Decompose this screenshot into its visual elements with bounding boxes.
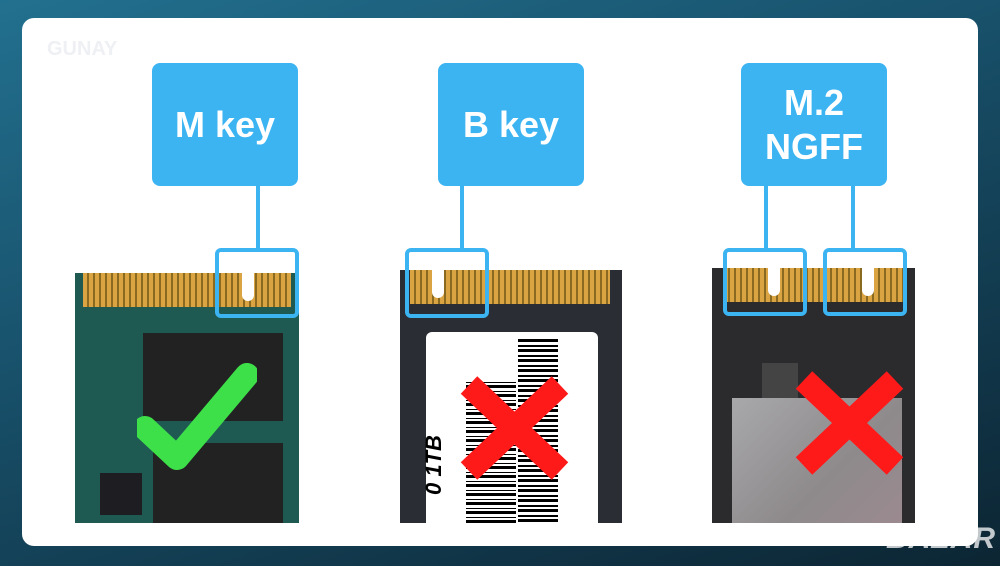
- highlight-box-b-key: [405, 248, 489, 318]
- callout-line: [256, 168, 260, 248]
- highlight-box-m-key: [215, 248, 299, 318]
- cross-icon: [460, 376, 569, 480]
- label-m-key: M key: [152, 63, 298, 186]
- callout-line: [764, 168, 768, 248]
- highlight-box-ngff-left: [723, 248, 807, 316]
- watermark-top: GUNAY: [47, 38, 118, 60]
- ssd-capacity-text: 0 1TB: [420, 435, 446, 495]
- callout-line: [851, 168, 855, 248]
- product-image-card: GUNAY M key B key 0 1TB M.2 NGFF: [22, 18, 978, 546]
- highlight-box-ngff-right: [823, 248, 907, 316]
- callout-line: [460, 168, 464, 248]
- cross-icon: [795, 371, 904, 475]
- checkmark-icon: [137, 363, 257, 470]
- label-b-key: B key: [438, 63, 584, 186]
- watermark-bottom: BAZAR: [886, 522, 996, 555]
- label-m2-ngff: M.2 NGFF: [741, 63, 887, 186]
